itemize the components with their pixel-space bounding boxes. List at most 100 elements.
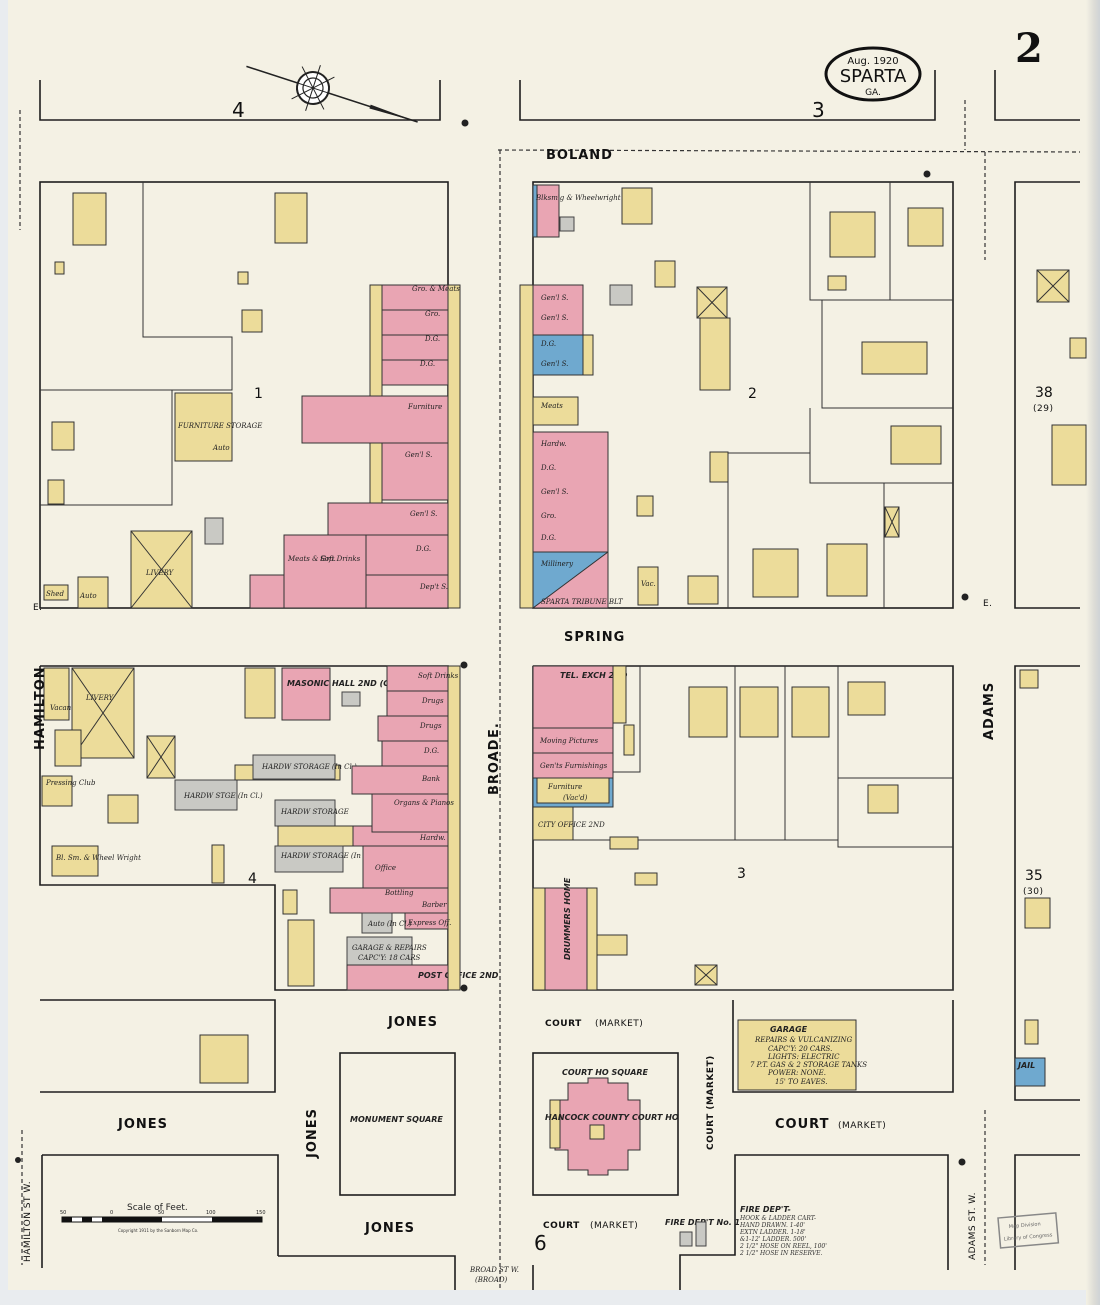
garage-repairs-label: GARAGE & REPAIRS bbox=[352, 944, 427, 952]
blacksmith-label: Blksm'g & Wheelwright bbox=[535, 194, 621, 202]
store-hardw-b4: Hardw. bbox=[419, 834, 446, 842]
street-broad-e: E. bbox=[487, 722, 502, 738]
map-date: Aug. 1920 bbox=[847, 56, 898, 67]
auto-in-cl: Auto (In Cl.) bbox=[367, 920, 412, 928]
adjoining-sheet-6: 6 bbox=[534, 1231, 547, 1255]
block-number-35-sub: (30) bbox=[1023, 887, 1043, 897]
hardw-storage-1: HARDW STORAGE (In Cl.) bbox=[261, 763, 357, 771]
scale-title: Scale of Feet. bbox=[127, 1203, 188, 1213]
scale-tick-50a: 50 bbox=[60, 1210, 66, 1216]
street-jones-bottom: JONES bbox=[364, 1221, 415, 1236]
auto-label-2: Auto bbox=[79, 592, 97, 600]
store-genl-s-1: Gen'l S. bbox=[541, 294, 568, 302]
street-e-right: E. bbox=[983, 599, 993, 609]
sparta-tribune-label: SPARTA TRIBUNE BLT bbox=[541, 598, 624, 606]
street-broad: BROAD bbox=[487, 739, 502, 795]
store-genl-s-4: Gen'l S. bbox=[541, 488, 568, 496]
block-number-35: 35 bbox=[1025, 868, 1043, 884]
jail-label: JAIL bbox=[1016, 1061, 1035, 1070]
block-3: TEL. EXCH 2ND Moving Pictures Gen'ts Fur… bbox=[532, 665, 954, 991]
store-dg-b2-3: D.G. bbox=[540, 534, 556, 542]
shed-label: Shed bbox=[46, 590, 64, 598]
store-genl-s-3: Gen'l S. bbox=[541, 360, 568, 368]
block-number-38-sub: (29) bbox=[1033, 404, 1053, 414]
hancock-courthouse-label: HANCOCK COUNTY COURT HO bbox=[545, 1113, 679, 1122]
moving-pictures-label: Moving Pictures bbox=[539, 737, 598, 745]
blacksmith-wheelwright-label: Bl. Sm. & Wheel Wright bbox=[55, 854, 141, 862]
se-lower-block: GARAGE REPAIRS & VULCANIZING CAPC'Y: 20 … bbox=[732, 1000, 954, 1093]
block-35: 35 (30) JAIL bbox=[1014, 665, 1080, 1101]
store-furniture: Furniture bbox=[407, 403, 442, 411]
fire-dept-note-5: 2 1/2" HOSE ON REEL, 100' bbox=[739, 1243, 827, 1250]
street-court-top-alt: (MARKET) bbox=[595, 1019, 643, 1029]
store-genl-s-2: Gen'l S. bbox=[541, 314, 568, 322]
sw-lower-blocks: MONUMENT SQUARE bbox=[40, 999, 456, 1290]
vacd-label: (Vac'd) bbox=[563, 794, 588, 802]
street-court-bottom-alt: (MARKET) bbox=[590, 1221, 638, 1231]
block-number-1: 1 bbox=[254, 386, 263, 402]
scale-bar: Scale of Feet. 50 0 50 100 150 Copyright… bbox=[60, 1203, 266, 1233]
garage-line-5: POWER: NONE. bbox=[767, 1069, 826, 1077]
city-name: SPARTA bbox=[840, 66, 907, 87]
street-court-right: COURT bbox=[775, 1117, 829, 1132]
garage-capacity: CAPC'Y: 18 CARS bbox=[358, 954, 421, 962]
store-dg-2: D.G. bbox=[419, 360, 435, 368]
street-boland: BOLAND bbox=[546, 148, 613, 163]
garage-line-3: LIGHTS: ELECTRIC bbox=[767, 1053, 840, 1061]
street-hamilton-st-w: HAMILTON ST W. bbox=[23, 1181, 33, 1262]
block-number-3: 3 bbox=[737, 866, 746, 882]
fire-dept-note-6: 2 1/2" HOSE IN RESERVE. bbox=[739, 1250, 823, 1257]
store-organs-pianos: Organs & Pianos bbox=[394, 799, 454, 807]
block-number-2: 2 bbox=[748, 386, 757, 402]
street-jones-vertical: JONES bbox=[305, 1108, 320, 1159]
store-dg-b2-2: D.G. bbox=[540, 464, 556, 472]
store-gro-b2: Gro. bbox=[541, 512, 556, 520]
block-number-4: 4 bbox=[248, 871, 257, 887]
store-drugs-2: Drugs bbox=[419, 722, 442, 730]
copyright: Copyright 1911 by the Sanborn Map Co. bbox=[118, 1228, 198, 1233]
auto-label: Auto bbox=[212, 444, 230, 452]
store-office: Office bbox=[375, 864, 396, 872]
fire-dept-note-4: &1-12' LADDER. 500' bbox=[740, 1236, 806, 1243]
stamp-line-2: Library of Congress bbox=[1004, 1232, 1053, 1242]
garage-line-1: REPAIRS & VULCANIZING bbox=[754, 1036, 853, 1044]
block-4: Vacant LIVERY Pressing Club Bl. Sm. & Wh… bbox=[39, 665, 499, 1084]
store-meats: Meats bbox=[540, 402, 563, 410]
store-bottling: Bottling bbox=[384, 889, 414, 897]
garage-line-2: CAPC'Y: 20 CARS. bbox=[768, 1045, 832, 1053]
garage-line-4: 7 P.T. GAS & 2 STORAGE TANKS bbox=[750, 1061, 867, 1069]
block-number-38: 38 bbox=[1035, 385, 1053, 401]
street-court-bottom: COURT bbox=[543, 1221, 580, 1231]
page-edge bbox=[1086, 0, 1100, 1305]
furniture-storage-label: FURNITURE STORAGE bbox=[177, 422, 262, 430]
sheet-number: 2 bbox=[1015, 25, 1043, 72]
top-boundaries bbox=[39, 70, 1080, 121]
store-soft-drinks: Soft Drinks bbox=[320, 555, 361, 563]
garage-line-6: 15' TO EAVES. bbox=[775, 1078, 827, 1086]
adjoining-sheet-4: 4 bbox=[232, 98, 245, 122]
title-cartouche: Aug. 1920 SPARTA GA. bbox=[824, 46, 922, 102]
street-court-top: COURT bbox=[545, 1019, 582, 1029]
store-hardw: Hardw. bbox=[540, 440, 567, 448]
gents-furnishings-label: Gen'ts Furnishings bbox=[540, 762, 608, 770]
drummers-home-label: DRUMMERS HOME bbox=[563, 877, 572, 960]
state-name: GA. bbox=[865, 88, 881, 98]
vacant-label: Vac. bbox=[641, 580, 656, 588]
street-adams-st-w: ADAMS ST. W. bbox=[968, 1192, 978, 1260]
livery-b4: LIVERY bbox=[85, 694, 115, 702]
store-drugs-1: Drugs bbox=[421, 697, 444, 705]
masonic-hall-label: MASONIC HALL 2ND (COLORED) bbox=[287, 679, 429, 688]
water-pipes bbox=[19, 100, 1081, 1290]
block-2: Blksm'g & Wheelwright Vac. 2 Gen'l S. bbox=[519, 181, 954, 609]
hydrant-icons bbox=[15, 119, 969, 1166]
store-bank-b4: Bank bbox=[421, 775, 440, 783]
hardw-storage-3: HARDW STORAGE (In Cl.) bbox=[280, 852, 376, 860]
street-jones-top: JONES bbox=[387, 1015, 438, 1030]
street-adams: ADAMS bbox=[982, 682, 997, 740]
court-ho-square-label: COURT HO SQUARE bbox=[562, 1068, 649, 1077]
street-broad-st-w: BROAD ST W. bbox=[469, 1266, 519, 1274]
street-jones-left: JONES bbox=[117, 1117, 168, 1132]
store-gro: Gro. bbox=[425, 310, 440, 318]
store-dept: Dep't S. bbox=[419, 583, 448, 591]
